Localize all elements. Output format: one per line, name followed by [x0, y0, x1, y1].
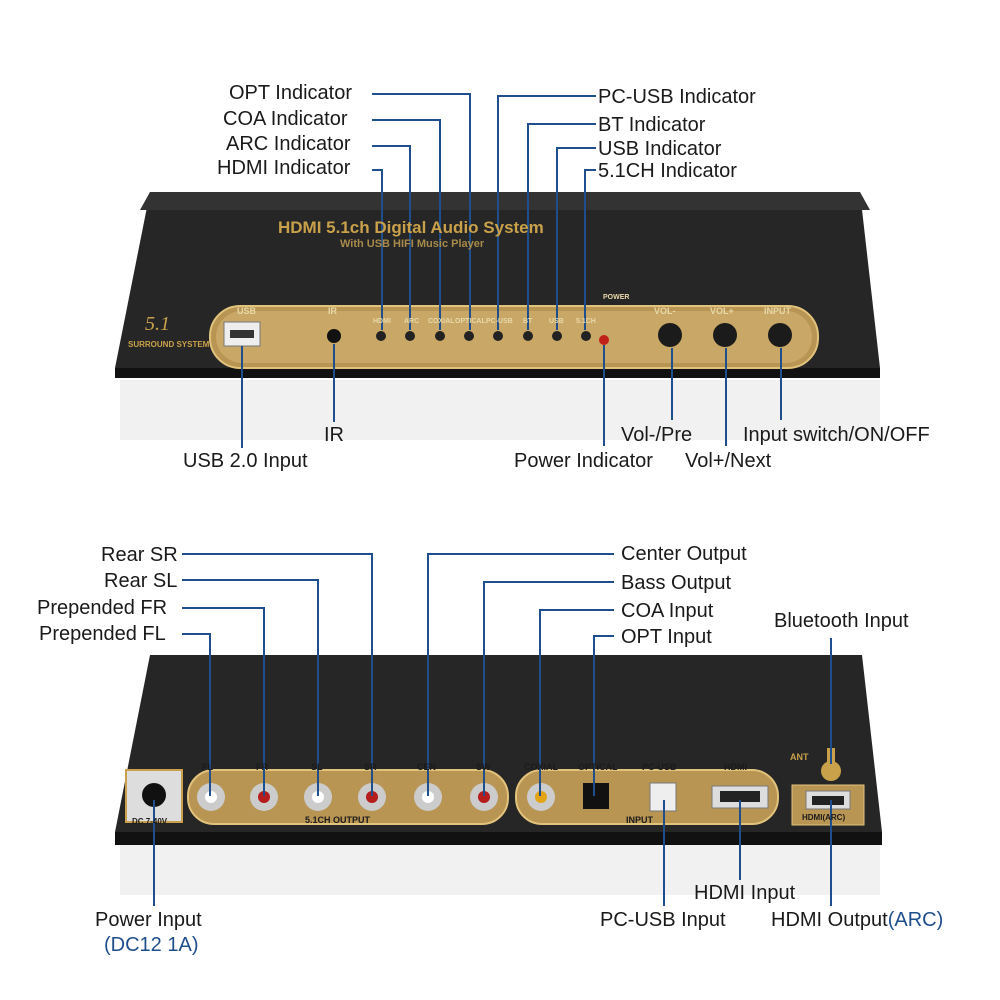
panel-label-input: INPUT	[764, 306, 791, 316]
rear-label-coxial: COXIAL	[524, 762, 559, 772]
rear-label-ant: ANT	[790, 752, 809, 762]
power-indicator-label: Power Indicator	[514, 450, 653, 472]
rear-sl-label: Rear SL	[104, 570, 178, 592]
opt-indicator-label: OPT Indicator	[229, 82, 353, 104]
panel-label-hdmi: HDMI	[373, 318, 391, 325]
vol-minus-button	[658, 323, 682, 347]
vol-pre-label: Vol-/Pre	[621, 424, 693, 446]
coaxial-jack	[535, 791, 547, 803]
rear-label-fl: FL	[202, 762, 213, 772]
ir-label: IR	[324, 424, 344, 446]
panel-label-vol-plus: VOL+	[710, 306, 734, 316]
rear-label-dc: DC 7-40V	[132, 817, 168, 826]
arc-indicator-label: ARC Indicator	[226, 133, 351, 155]
prepended-fl-label: Prepended FL	[39, 623, 166, 645]
hdmi-input-label: HDMI Input	[694, 882, 796, 904]
rear-label-optical: OPTICAL	[578, 762, 618, 772]
hdmi-indicator-label: HDMI Indicator	[217, 157, 351, 179]
rear-sr-label: Rear SR	[101, 544, 178, 566]
panel-label-51ch: 5.1CH	[576, 318, 596, 325]
prepended-fr-label: Prepended FR	[37, 597, 168, 619]
panel-label-bt: BT	[523, 318, 533, 325]
rear-label-51-output: 5.1CH OUTPUT	[305, 815, 371, 825]
panel-label-power: POWER	[603, 294, 630, 301]
panel-label-usb2: USB	[549, 318, 564, 325]
vol-plus-button	[713, 323, 737, 347]
logo-text: SURROUND SYSTEM	[128, 340, 210, 349]
panel-label-ir: IR	[328, 306, 337, 316]
ir-sensor	[327, 329, 341, 343]
front-title: HDMI 5.1ch Digital Audio System	[278, 218, 544, 237]
hdmi-output-label: HDMI Output(ARC)	[771, 909, 943, 931]
panel-label-vol-minus: VOL-	[654, 306, 676, 316]
coa-input-label: COA Input	[621, 600, 714, 622]
bass-output-label: Bass Output	[621, 572, 732, 594]
rear-label-sw: SW	[476, 762, 491, 772]
power-input-label: Power Input	[95, 909, 202, 931]
coa-indicator-label: COA Indicator	[223, 108, 348, 130]
bt-indicator-label: BT Indicator	[598, 114, 706, 136]
optical-port	[583, 783, 609, 809]
rca-jacks	[197, 783, 498, 811]
rear-device	[115, 655, 882, 895]
callout-lines	[153, 93, 832, 906]
hdmi-output-arc: (ARC)	[887, 909, 944, 931]
usb-indicator-label: USB Indicator	[598, 138, 722, 160]
panel-label-pcusb: PC-USB	[486, 318, 513, 325]
input-button	[768, 323, 792, 347]
rear-label-fr: FR	[256, 762, 268, 772]
pcusb-input-label: PC-USB Input	[600, 909, 726, 931]
center-output-label: Center Output	[621, 543, 747, 565]
rear-label-hdmi: HDMI	[724, 762, 747, 772]
panel-label-arc: ARC	[404, 318, 420, 325]
antenna-connector	[821, 761, 841, 781]
panel-label-coxial: COXIAL	[428, 318, 455, 325]
power-led	[599, 335, 609, 345]
rear-label-cen: CEN	[417, 762, 437, 772]
rear-label-sl: SL	[311, 762, 323, 772]
rear-label-pcusb: PC-USB	[642, 762, 677, 772]
svg-text:5.1: 5.1	[145, 313, 170, 335]
panel-label-optical: OPTICAL	[455, 318, 486, 325]
rear-label-sr: SR	[364, 762, 377, 772]
bluetooth-input-label: Bluetooth Input	[774, 610, 909, 632]
indicator-leds	[376, 331, 609, 345]
opt-input-label: OPT Input	[621, 626, 712, 648]
vol-next-label: Vol+/Next	[685, 450, 772, 472]
pcusb-indicator-label: PC-USB Indicator	[598, 86, 756, 108]
rear-label-input: INPUT	[626, 815, 653, 825]
rear-label-hdmi-arc: HDMI(ARC)	[802, 813, 846, 822]
usb-input-label: USB 2.0 Input	[183, 450, 308, 472]
51ch-indicator-label: 5.1CH Indicator	[598, 160, 737, 182]
hdmi-output-text: HDMI Output	[771, 909, 888, 931]
power-input-sub: (DC12 1A)	[104, 934, 199, 956]
panel-label-usb: USB	[237, 306, 257, 316]
input-switch-label: Input switch/ON/OFF	[743, 424, 930, 446]
front-subtitle: With USB HIFI Music Player	[340, 238, 485, 250]
